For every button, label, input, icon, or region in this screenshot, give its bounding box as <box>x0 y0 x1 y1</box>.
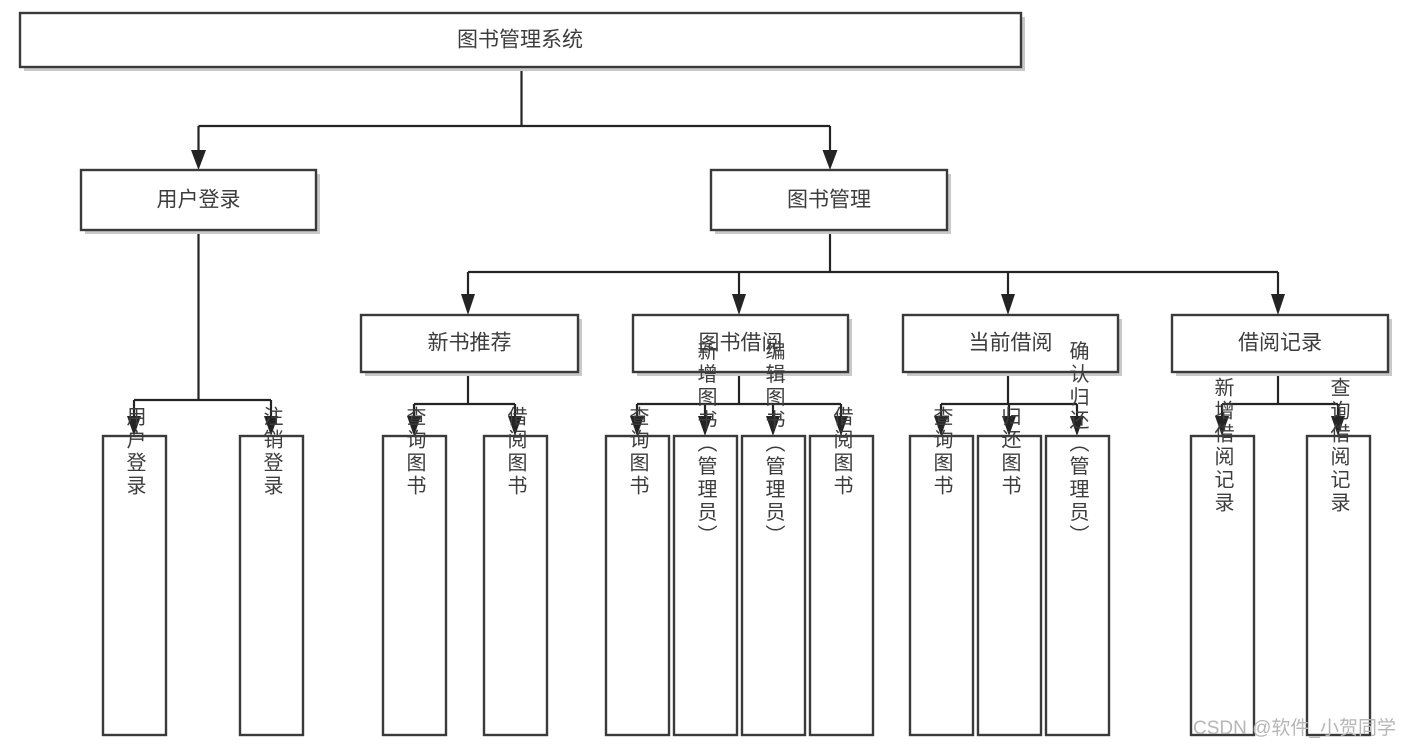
leaf-borrow-book-1-box[interactable] <box>482 434 549 737</box>
arrow-to-leaf-query-record <box>1331 416 1345 436</box>
node-current-borrow-box[interactable] <box>901 313 1120 374</box>
node-book-borrow-label: 图书借阅 <box>699 332 783 355</box>
csdn-watermark: CSDN @软件_小贺同学 <box>1193 717 1396 739</box>
leaf-borrow-book-2-label: 借阅图书 <box>830 406 853 498</box>
leaf-node[interactable]: 查询借阅记录 <box>1305 377 1372 737</box>
node-book-manage[interactable]: 图书管理 <box>709 168 951 234</box>
leaf-user-logout-box[interactable] <box>238 434 305 737</box>
leaf-return-book-box[interactable] <box>976 434 1043 737</box>
node-borrow-record-box[interactable] <box>1170 313 1390 374</box>
arrow-to-book-manage <box>822 150 838 170</box>
leaf-user-login-label: 用户登录 <box>123 406 146 498</box>
leaf-query-book-3-label: 查询图书 <box>930 406 953 498</box>
arrow-to-user-login <box>191 150 206 170</box>
leaf-user-login-box[interactable] <box>101 434 168 737</box>
arrow-to-leaf-user-logout <box>264 416 278 436</box>
leaf-node[interactable]: 新增借阅记录 <box>1189 377 1256 737</box>
leaf-return-book-label: 归还图书 <box>998 406 1021 498</box>
leaf-query-book-2-label: 查询图书 <box>626 406 649 498</box>
arrow-to-leaf-edit-book <box>766 416 780 436</box>
leaf-node[interactable]: 确认归还（管理员） <box>1044 340 1111 737</box>
leaf-edit-book-label: 编辑图书（管理员） <box>762 340 785 547</box>
arrow-to-leaf-user-login <box>127 416 141 436</box>
leaf-query-record-label: 查询借阅记录 <box>1327 377 1350 515</box>
leaf-query-book-1-label: 查询图书 <box>403 406 426 498</box>
node-user-login-label: 用户登录 <box>157 189 241 212</box>
leaf-node[interactable]: 注销登录 <box>238 406 305 737</box>
arrow-to-book-borrow <box>732 294 746 315</box>
arrow-to-leaf-add-book <box>698 416 712 436</box>
leaf-confirm-return-box[interactable] <box>1044 434 1111 737</box>
leaf-add-record-label: 新增借阅记录 <box>1211 377 1234 515</box>
arrow-to-new-book-rec <box>461 294 475 315</box>
leaf-query-book-3-box[interactable] <box>908 434 975 737</box>
node-current-borrow-label: 当前借阅 <box>969 332 1053 355</box>
arrow-to-leaf-add-record <box>1215 416 1229 436</box>
leaf-query-record-box[interactable] <box>1305 434 1372 737</box>
leaf-user-logout-label: 注销登录 <box>260 406 283 498</box>
leaf-node[interactable]: 查询图书 <box>604 406 671 737</box>
arrow-to-leaf-query-book-1 <box>407 416 421 436</box>
arrow-to-borrow-record <box>1271 294 1285 315</box>
arrow-to-leaf-confirm-return <box>1070 416 1084 436</box>
node-book-manage-label: 图书管理 <box>787 189 871 212</box>
node-root-label: 图书管理系统 <box>457 29 583 52</box>
leaf-query-book-2-box[interactable] <box>604 434 671 737</box>
connector-layer <box>127 67 1345 436</box>
node-root-box[interactable] <box>18 11 1023 69</box>
leaf-add-record-box[interactable] <box>1189 434 1256 737</box>
leaf-borrow-book-2-box[interactable] <box>808 434 875 737</box>
node-borrow-record-label: 借阅记录 <box>1238 332 1322 355</box>
leaf-borrow-book-1-label: 借阅图书 <box>504 406 527 498</box>
node-book-manage-box[interactable] <box>709 168 949 232</box>
node-user-login-box[interactable] <box>79 168 318 232</box>
leaf-node[interactable]: 用户登录 <box>101 406 168 737</box>
leaf-node[interactable]: 查询图书 <box>381 406 448 737</box>
arrow-to-leaf-query-book-3 <box>934 416 948 436</box>
arrow-to-leaf-borrow-book-1 <box>508 416 522 436</box>
leaf-add-book-label: 新增图书（管理员） <box>694 340 717 547</box>
node-borrow-record[interactable]: 借阅记录 <box>1170 313 1392 376</box>
leaf-node[interactable]: 归还图书 <box>976 406 1043 737</box>
leaf-node[interactable]: 借阅图书 <box>482 406 549 737</box>
node-new-book-rec-box[interactable] <box>359 313 580 374</box>
leaf-node[interactable]: 编辑图书（管理员） <box>740 340 807 737</box>
arrow-to-leaf-return-book <box>1002 416 1016 436</box>
arrow-to-current-borrow <box>1001 294 1015 315</box>
leaf-node[interactable]: 借阅图书 <box>808 406 875 737</box>
node-book-borrow[interactable]: 图书借阅 <box>631 313 852 376</box>
node-new-book-rec[interactable]: 新书推荐 <box>359 313 582 376</box>
leaf-node[interactable]: 新增图书（管理员） <box>672 340 739 737</box>
leaf-node[interactable]: 查询图书 <box>908 406 975 737</box>
leaf-edit-book-box[interactable] <box>740 434 807 737</box>
arrow-to-leaf-query-book-2 <box>630 416 644 436</box>
arrow-to-leaf-borrow-book-2 <box>834 416 848 436</box>
node-current-borrow[interactable]: 当前借阅 <box>901 313 1122 376</box>
node-root[interactable]: 图书管理系统 <box>18 11 1025 71</box>
node-book-borrow-box[interactable] <box>631 313 850 374</box>
leaf-confirm-return-label: 确认归还（管理员） <box>1066 340 1089 547</box>
node-user-login[interactable]: 用户登录 <box>79 168 320 234</box>
leaf-add-book-box[interactable] <box>672 434 739 737</box>
node-new-book-rec-label: 新书推荐 <box>428 332 512 355</box>
leaf-query-book-1-box[interactable] <box>381 434 448 737</box>
